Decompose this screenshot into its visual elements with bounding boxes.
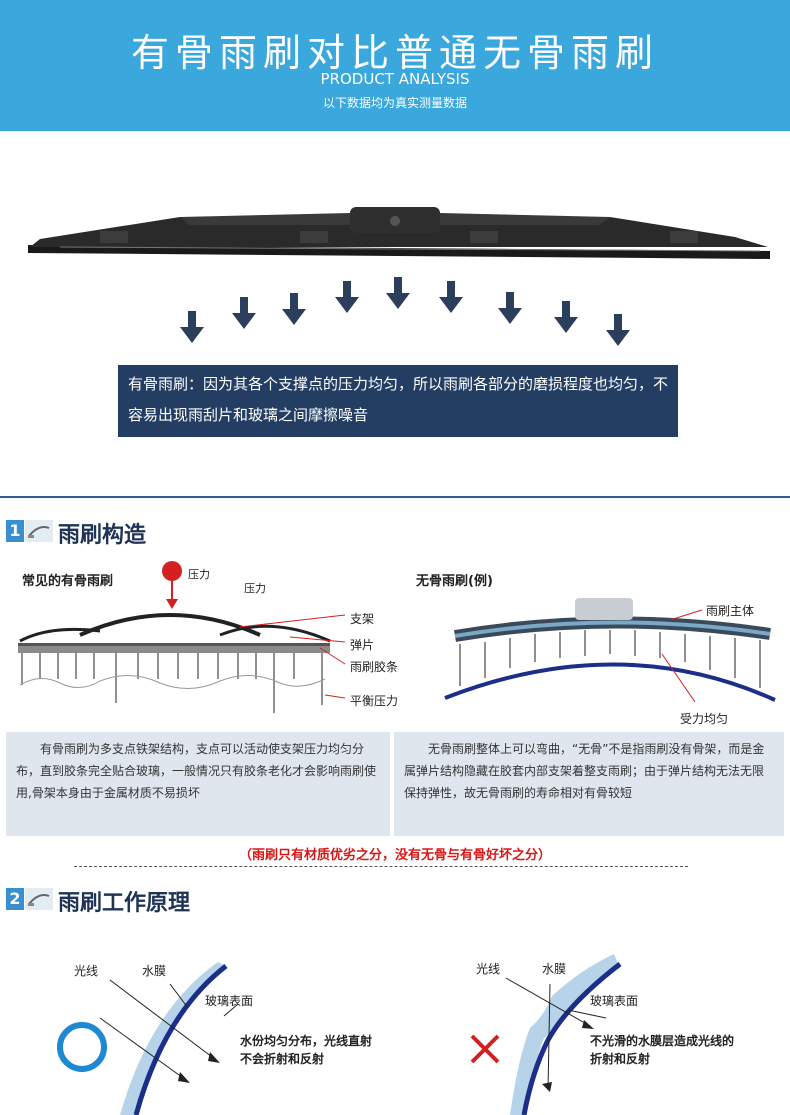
label-balanced-pressure: 平衡压力: [350, 694, 399, 708]
wiper-icon: [25, 888, 53, 910]
pressure-tag: 压力: [188, 568, 210, 581]
caption-right-line1: 不光滑的水膜层造成光线的: [590, 1034, 735, 1048]
label-even-force: 受力均匀: [680, 712, 729, 726]
label-glass-surface-left: 玻璃表面: [205, 994, 254, 1008]
header-banner: [0, 0, 790, 131]
label-light-right: 光线: [476, 962, 501, 976]
wiper-icon: [25, 520, 53, 542]
wiper-blade-image: [28, 207, 770, 259]
bone-wiper-heading: 常见的有骨雨刷: [22, 574, 114, 589]
page-title: 有骨雨刷对比普通无骨雨刷: [130, 31, 659, 75]
section-divider: [0, 496, 790, 498]
label-rubber-strip: 雨刷胶条: [350, 660, 399, 674]
label-water-film-right: 水膜: [542, 962, 567, 976]
section-1-number: 1: [6, 520, 24, 542]
section-2-title: 雨刷工作原理: [58, 891, 191, 916]
label-bracket: 支架: [350, 612, 375, 626]
pressure-label: 压力: [244, 582, 266, 595]
label-light-left: 光线: [74, 964, 99, 978]
boneless-wiper-explanation: 无骨雨刷整体上可以弯曲，“无骨”不是指雨刷没有骨架，而是金属弹片结构隐藏在胶套内…: [394, 732, 784, 836]
section-2-number: 2: [6, 888, 24, 910]
label-glass-surface-right: 玻璃表面: [590, 994, 639, 1008]
pressure-arrows: [180, 277, 630, 346]
section-1-title: 雨刷构造: [58, 523, 147, 548]
bone-wiper-diagram: [18, 561, 346, 713]
label-wiper-body: 雨刷主体: [706, 604, 755, 618]
page-note: 以下数据均为真实测量数据: [322, 96, 467, 110]
material-note: （雨刷只有材质优劣之分，没有无骨与有骨好坏之分）: [238, 848, 551, 863]
bone-wiper-explanation: 有骨雨刷为多支点铁架结构，支点可以活动使支架压力均匀分布，直到胶条完全贴合玻璃，…: [6, 732, 390, 836]
caption-left-line2: 不会折射和反射: [240, 1052, 325, 1066]
dashed-divider: [74, 866, 688, 867]
label-spring-strip: 弹片: [350, 638, 375, 652]
uneven-water-film-diagram: [470, 954, 622, 1115]
boneless-wiper-heading: 无骨雨刷(例): [416, 574, 493, 589]
caption-right-line2: 折射和反射: [590, 1052, 651, 1066]
product-description: 有骨雨刷：因为其各个支撑点的压力均匀，所以雨刷各部分的磨损程度也均匀，不容易出现…: [118, 365, 678, 437]
boneless-wiper-diagram: [444, 598, 776, 703]
even-water-film-diagram: [57, 962, 239, 1115]
page-subtitle: PRODUCT ANALYSIS: [320, 70, 470, 88]
caption-left-line1: 水份均匀分布，光线直射: [240, 1034, 373, 1048]
label-water-film-left: 水膜: [142, 964, 167, 978]
